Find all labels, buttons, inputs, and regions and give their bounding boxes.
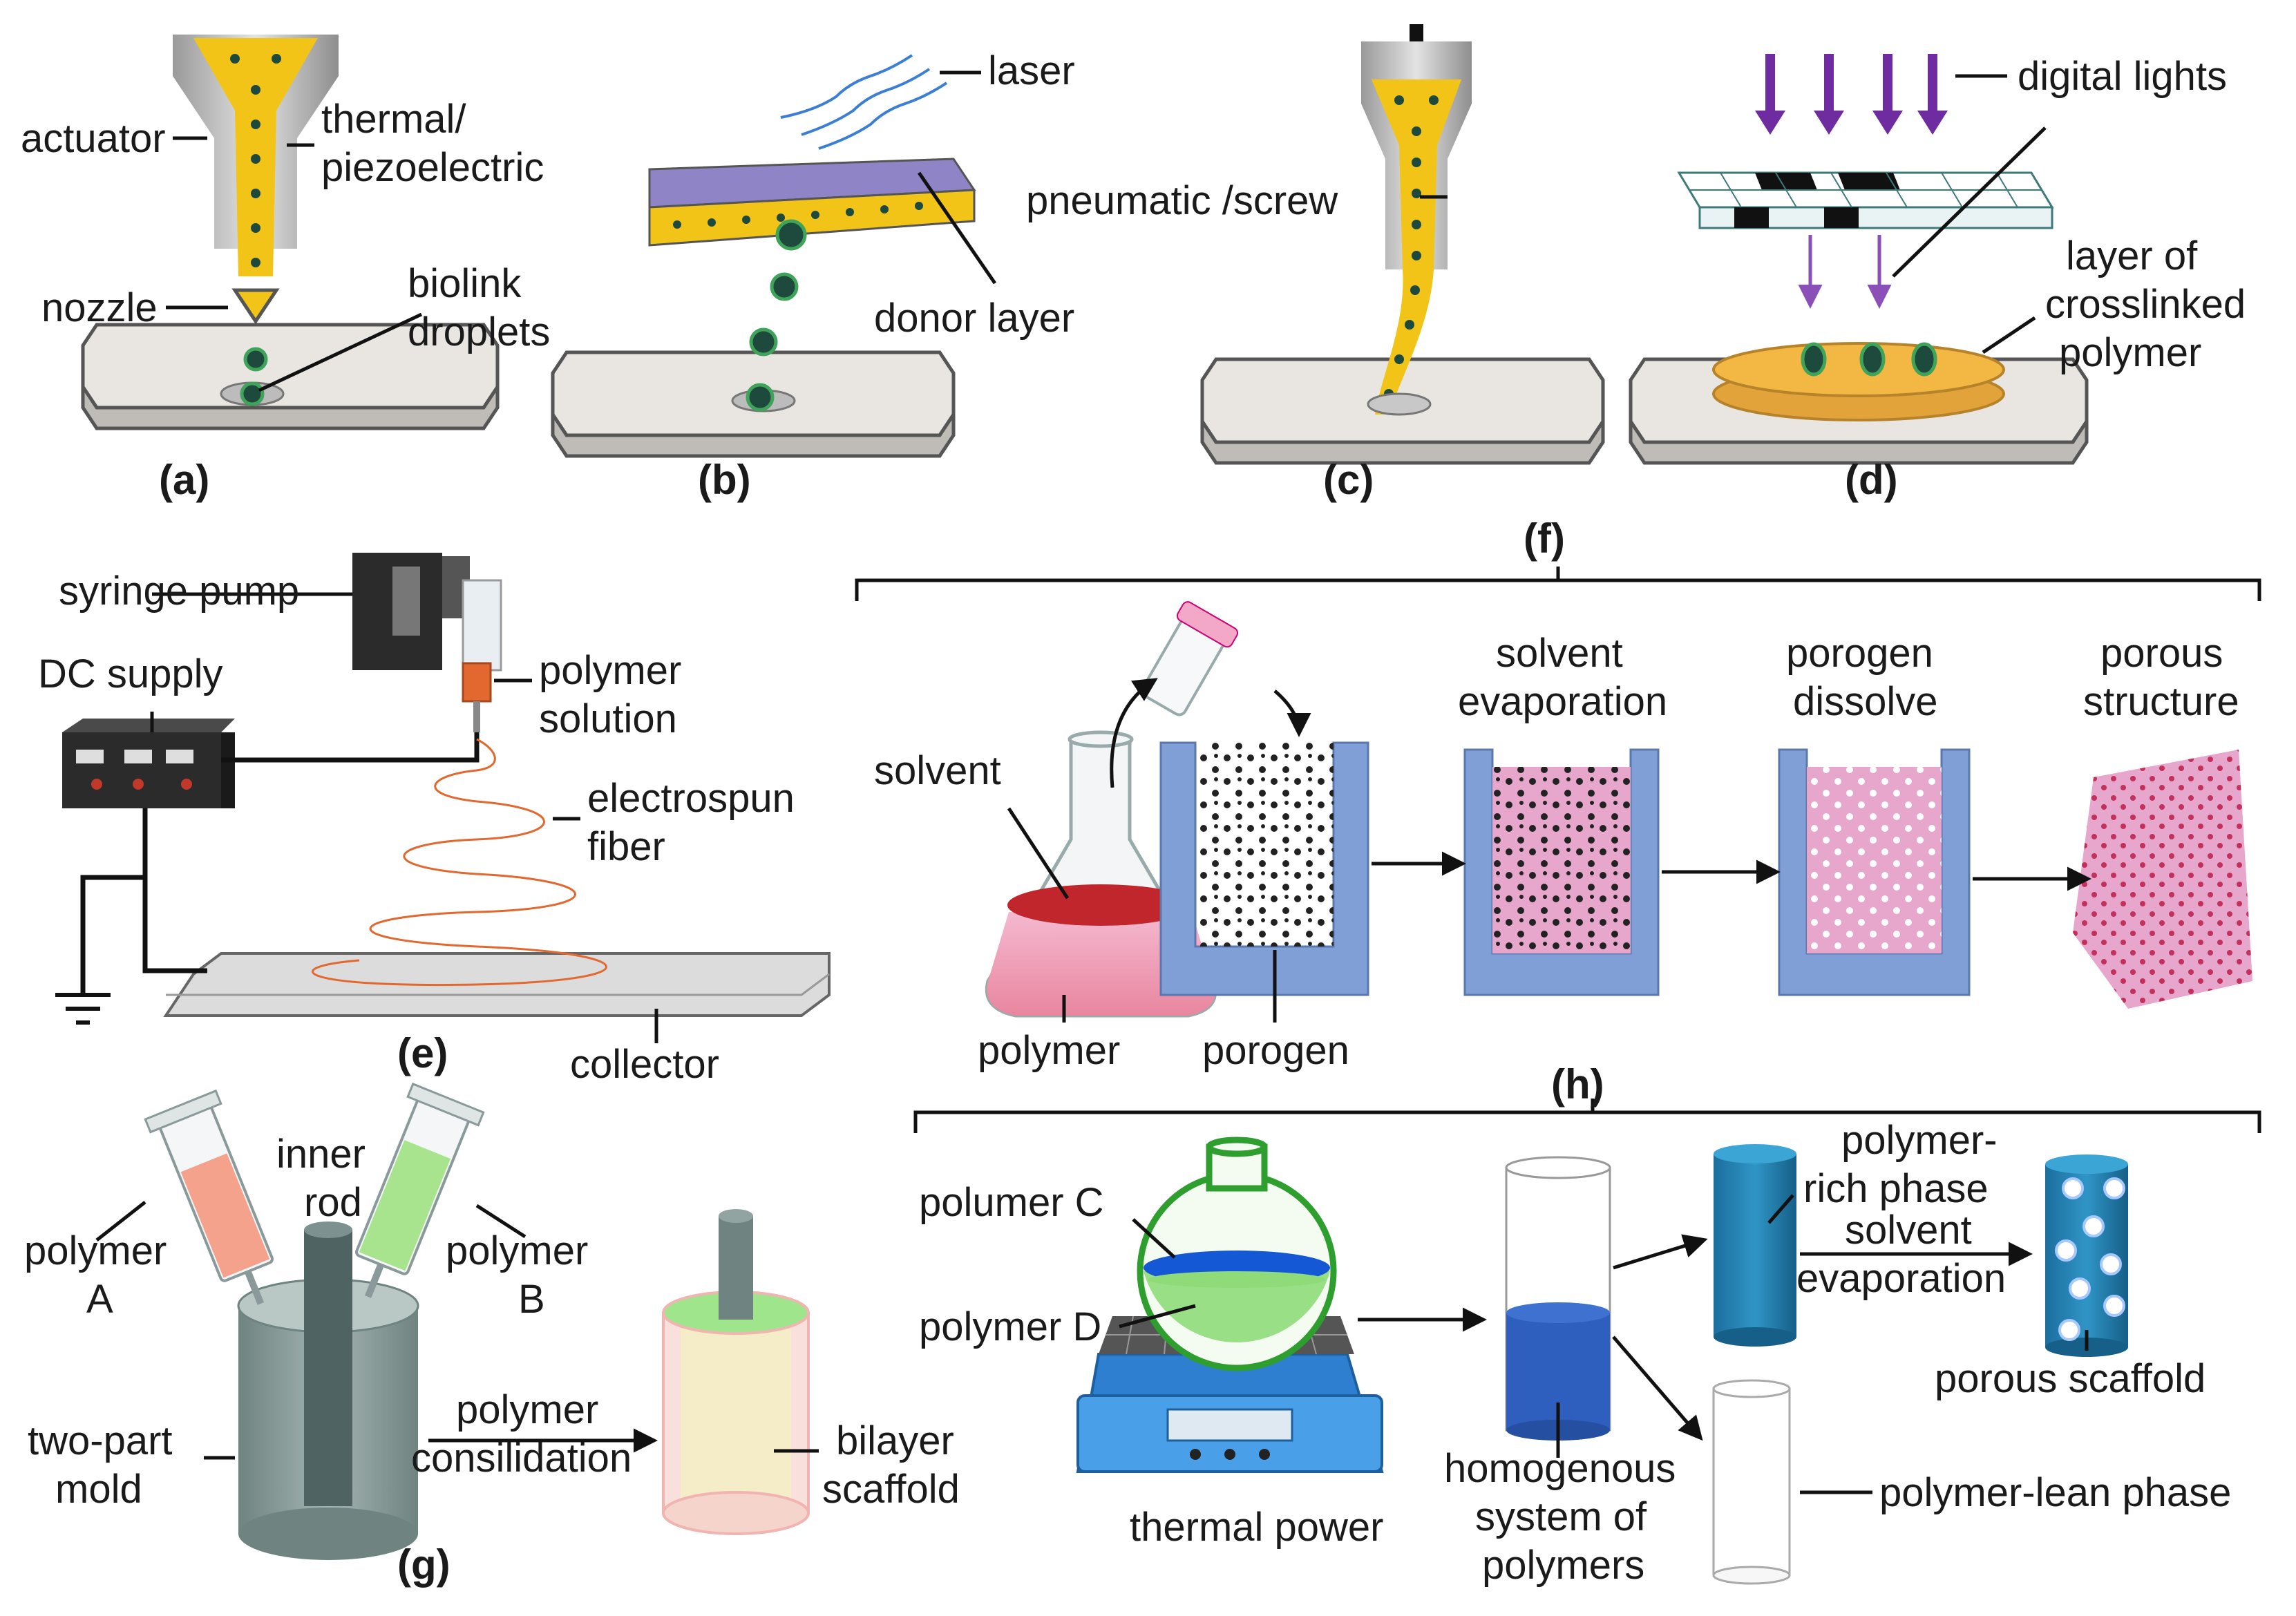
- label-biolink-2: droplets: [408, 310, 550, 354]
- label-nozzle: nozzle: [41, 285, 158, 330]
- panel-tag-g: (g): [397, 1541, 450, 1588]
- donor-bioink: [648, 189, 976, 247]
- electrospun-fiber: [312, 738, 607, 987]
- panel-tag-b: (b): [698, 457, 751, 503]
- panel-tag-h: (h): [1551, 1061, 1604, 1108]
- label-syringe-pump: syringe pump: [59, 569, 299, 614]
- label-polyB-2: B: [518, 1277, 545, 1322]
- label-polyB-1: polymer: [446, 1228, 588, 1273]
- panel-g: inner rod polymer A polymer B two-part m…: [24, 1082, 960, 1588]
- label-bilayer-2: scaffold: [822, 1467, 960, 1512]
- label-homog-3: polymers: [1482, 1543, 1644, 1588]
- label-porous-1: porous: [2100, 631, 2223, 676]
- polymer-lean-cylinder: [1712, 1387, 1791, 1577]
- label-rich-1: polymer-: [1841, 1118, 1998, 1163]
- label-evap-1: solvent: [1496, 631, 1623, 676]
- panel-tag-c: (c): [1323, 457, 1374, 503]
- polymer-rich-cylinder: [1714, 1154, 1796, 1337]
- laser-beams: [780, 54, 948, 150]
- label-laser: laser: [988, 48, 1075, 93]
- label-polymer-solution-2: solution: [539, 696, 677, 741]
- slide-edge: [81, 381, 500, 430]
- inner-rod: [304, 1230, 352, 1506]
- panel-h: (h): [913, 1061, 2261, 1588]
- panel-b: laser donor layer (b): [551, 48, 1075, 503]
- label-mold-2: mold: [55, 1467, 142, 1512]
- label-polymer-c: polumer C: [919, 1180, 1104, 1225]
- nozzle-tip: [231, 288, 280, 325]
- label-rich-3: solvent: [1845, 1208, 1972, 1253]
- label-rich-4: evaporation: [1796, 1256, 2006, 1301]
- label-porous-2: structure: [2083, 679, 2239, 724]
- label-polymer-d: polymer D: [919, 1304, 1101, 1349]
- label-inner-1: inner: [276, 1132, 366, 1177]
- syringe-b: [355, 1082, 485, 1298]
- label-inner-2: rod: [304, 1180, 362, 1225]
- label-thermal-2: piezoelectric: [321, 145, 544, 190]
- label-diss-2: dissolve: [1793, 679, 1938, 724]
- label-thermal-power: thermal power: [1130, 1505, 1383, 1550]
- dissolved-mix: [1807, 767, 1942, 953]
- label-polymer-solution-1: polymer: [539, 648, 681, 693]
- panel-tag-d: (d): [1845, 457, 1898, 503]
- label-layer-2: crosslinked: [2045, 282, 2246, 327]
- panel-e: syringe pump DC supply polymer solution …: [38, 553, 831, 1087]
- label-polyA-1: polymer: [24, 1228, 167, 1273]
- porogen-bottle: [1141, 601, 1239, 716]
- label-thermal-1: thermal/: [321, 97, 466, 142]
- label-polyA-2: A: [86, 1277, 113, 1322]
- evaporated-mix: [1492, 767, 1631, 953]
- label-diss-1: porogen: [1786, 631, 1933, 676]
- panel-c: pneumatic /screw (c): [1026, 24, 1605, 503]
- label-homog-2: system of: [1475, 1494, 1647, 1539]
- label-dc-supply: DC supply: [38, 652, 223, 696]
- panel-f: (f) solvent polymer porogen solvent evap…: [855, 515, 2261, 1073]
- syringe-a: [144, 1089, 274, 1305]
- label-evap-2: evaporation: [1458, 679, 1667, 724]
- label-collector: collector: [570, 1042, 719, 1087]
- label-polymer-f: polymer: [978, 1028, 1120, 1073]
- panel-a: actuator thermal/ piezoelectric nozzle b…: [21, 35, 550, 503]
- label-consol-1: polymer: [456, 1387, 598, 1432]
- label-biolink-1: biolink: [408, 261, 522, 306]
- label-homog-1: homogenous: [1444, 1446, 1676, 1491]
- label-rich-2: rich phase: [1803, 1166, 1989, 1211]
- label-donor-layer: donor layer: [874, 296, 1074, 341]
- label-bilayer-1: bilayer: [836, 1418, 954, 1463]
- porogen-mix: [1195, 743, 1334, 947]
- label-consol-2: consilidation: [411, 1436, 632, 1481]
- label-digital-lights: digital lights: [2018, 54, 2227, 99]
- label-layer-1: layer of: [2066, 234, 2198, 278]
- label-layer-3: polymer: [2059, 330, 2201, 375]
- solvent-layer: [1007, 884, 1194, 926]
- dc-supply: [62, 732, 221, 808]
- panel-tag-e: (e): [397, 1030, 448, 1076]
- label-polymer-lean: polymer-lean phase: [1879, 1470, 2231, 1515]
- label-mold-1: two-part: [28, 1418, 173, 1463]
- label-porous-scaffold: porous scaffold: [1935, 1356, 2205, 1401]
- label-solvent: solvent: [874, 748, 1001, 793]
- panel-d: digital lights layer of crosslinked poly…: [1629, 54, 2246, 503]
- panel-tag-f: (f): [1524, 515, 1565, 562]
- panel-tag-a: (a): [159, 457, 209, 503]
- label-actuator: actuator: [21, 116, 166, 161]
- label-pneumatic: pneumatic /screw: [1026, 178, 1338, 223]
- label-porogen: porogen: [1202, 1028, 1349, 1073]
- label-fiber-2: fiber: [587, 824, 665, 869]
- label-fiber-1: electrospun: [587, 776, 795, 821]
- crosslinked-disc: [1712, 342, 2005, 397]
